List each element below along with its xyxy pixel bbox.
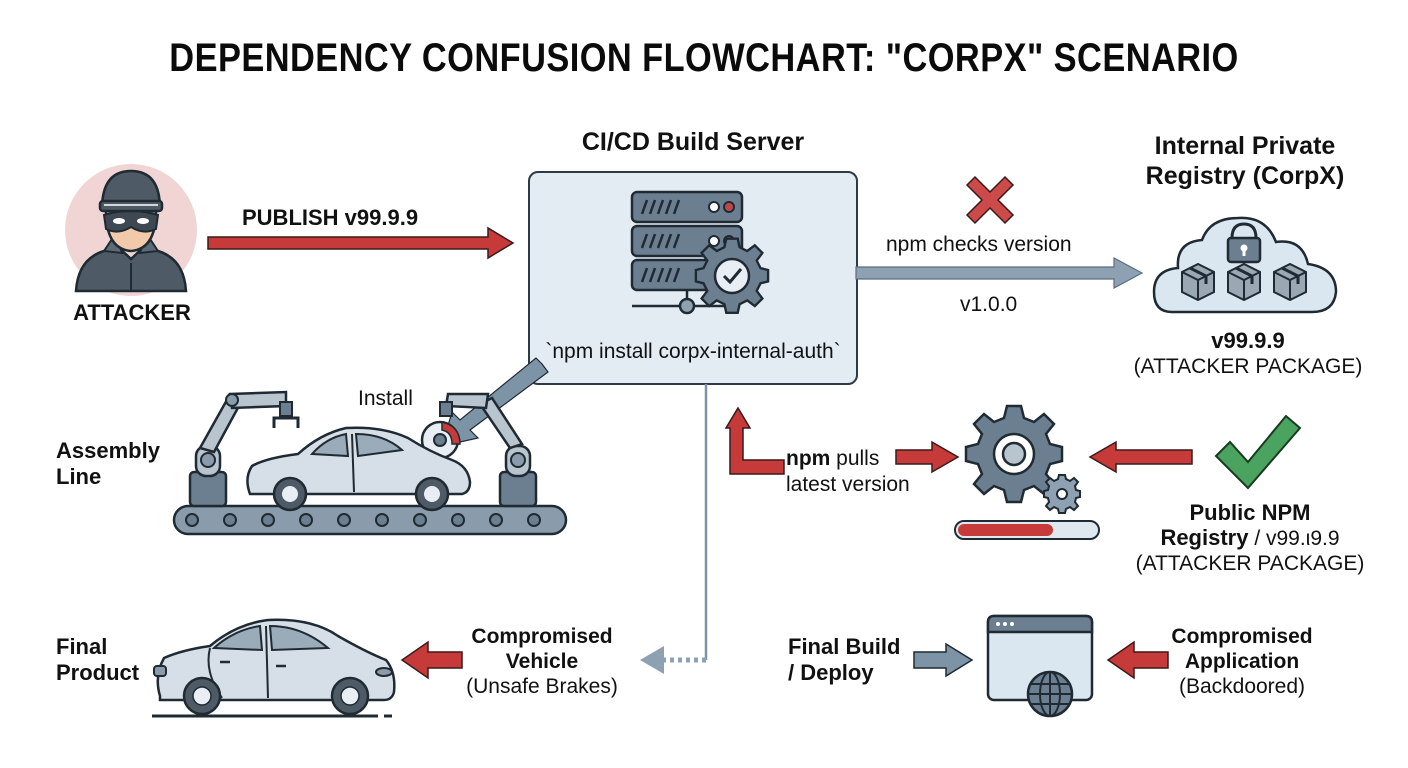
public-registry-line2-rest: / v99.ι9.9 — [1248, 527, 1340, 550]
compromised-application-sub: (Backdoored) — [1178, 675, 1306, 698]
to-final-product-arrow — [400, 640, 463, 680]
npm-checks-version-label: npm checks version — [886, 233, 1072, 256]
final-product-label: Final Product — [56, 634, 139, 686]
pull-to-gear-arrow — [895, 440, 960, 474]
version-found-label: v1.0.0 — [960, 293, 1018, 316]
public-registry-line1: Public NPM — [1189, 500, 1311, 525]
npm-pulls-rest: pulls — [830, 447, 880, 470]
compromised-vehicle-line2: Vehicle — [505, 650, 579, 673]
gears-icon — [964, 404, 1081, 514]
final-product-label-line1: Final — [56, 634, 108, 659]
publish-arrow-label: PUBLISH v99.9.9 — [242, 205, 419, 230]
private-registry-title-line2: Registry (CorpX) — [1145, 162, 1345, 190]
diagram-title: DEPENDENCY CONFUSION FLOWCHART: "CORPX" … — [169, 36, 1239, 80]
pull-progress-fill — [956, 522, 1056, 538]
final-build-label: Final Build / Deploy — [788, 634, 900, 686]
to-browser-red-arrow — [1106, 640, 1169, 680]
green-check-icon — [1214, 414, 1302, 490]
final-build-label-line1: Final Build — [788, 634, 901, 659]
assembly-line-label-line2: Line — [56, 464, 102, 489]
attacker-label: ATTACKER — [73, 300, 191, 325]
npm-pulls-bold: npm — [786, 447, 831, 470]
compromised-vehicle-line1: Compromised — [471, 625, 613, 648]
to-browser-arrow — [913, 642, 974, 678]
server-gear-icon — [630, 190, 770, 315]
server-down-connector — [640, 384, 708, 674]
install-label: Install — [358, 387, 413, 410]
check-version-arrow — [855, 256, 1144, 290]
assembly-line-label: Assembly Line — [56, 438, 160, 490]
final-build-label-line2: / Deploy — [788, 660, 874, 685]
npm-pulls-line2: latest version — [786, 473, 910, 496]
private-registry-version-sub: (ATTACKER PACKAGE) — [1133, 355, 1363, 378]
npm-install-command: `npm install corpx-internal-auth` — [545, 340, 841, 363]
private-registry-title-line1: Internal Private — [1154, 132, 1336, 160]
npm-pulls-label: npm pulls latest version — [786, 446, 910, 498]
final-product-label-line2: Product — [56, 660, 140, 685]
assembly-line-label-line1: Assembly — [56, 438, 160, 463]
private-registry-version: v99.9.9 — [1211, 328, 1285, 353]
compromised-application-label: Compromised Application (Backdoored) — [1160, 624, 1324, 699]
compromised-application-line1: Compromised — [1171, 625, 1313, 648]
public-registry-title: Public NPM Registry / v99.ι9.9 (ATTACKER… — [1130, 500, 1370, 576]
public-to-gear-arrow — [1088, 440, 1193, 474]
compromised-vehicle-label: Compromised Vehicle (Unsafe Brakes) — [456, 624, 628, 699]
publish-arrow — [207, 226, 515, 260]
pull-progress-bar — [954, 520, 1100, 540]
compromised-vehicle-sub: (Unsafe Brakes) — [466, 675, 618, 698]
compromised-application-line2: Application — [1184, 650, 1300, 673]
red-x-icon — [965, 175, 1015, 225]
private-registry-title: Internal Private Registry (CorpX) — [1130, 131, 1360, 191]
browser-globe-icon — [986, 614, 1094, 718]
car-icon — [152, 618, 396, 718]
attacker-icon — [65, 164, 197, 296]
public-registry-line2-bold: Registry — [1160, 525, 1249, 550]
locked-cloud-packages-icon — [1152, 216, 1338, 314]
robotic-assembly-line-icon — [172, 390, 568, 536]
pull-return-arrow — [724, 406, 785, 475]
public-registry-sub: (ATTACKER PACKAGE) — [1135, 552, 1365, 575]
build-server-title: CI/CD Build Server — [581, 128, 805, 156]
